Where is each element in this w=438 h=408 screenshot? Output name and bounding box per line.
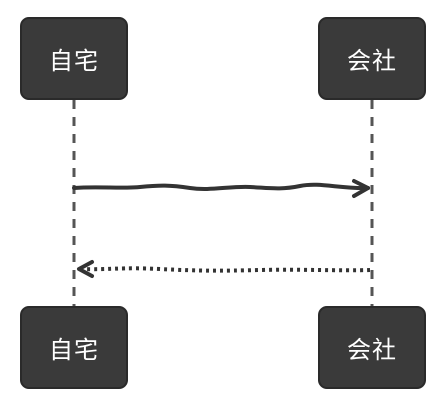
message-arrow-work-to-home: [79, 266, 371, 273]
participant-label: 自宅: [49, 336, 99, 364]
participant-label: 会社: [347, 47, 397, 75]
message-arrow-home-to-work: [72, 182, 370, 191]
arrowhead-right-icon: [352, 179, 370, 198]
participant-home-top: 自宅: [20, 17, 128, 100]
participant-work-bottom: 会社: [318, 306, 426, 389]
participant-label: 会社: [347, 336, 397, 364]
arrowhead-left-icon: [77, 260, 94, 278]
participant-label: 自宅: [49, 47, 99, 75]
participant-home-bottom: 自宅: [20, 306, 128, 389]
participant-work-top: 会社: [318, 17, 426, 100]
